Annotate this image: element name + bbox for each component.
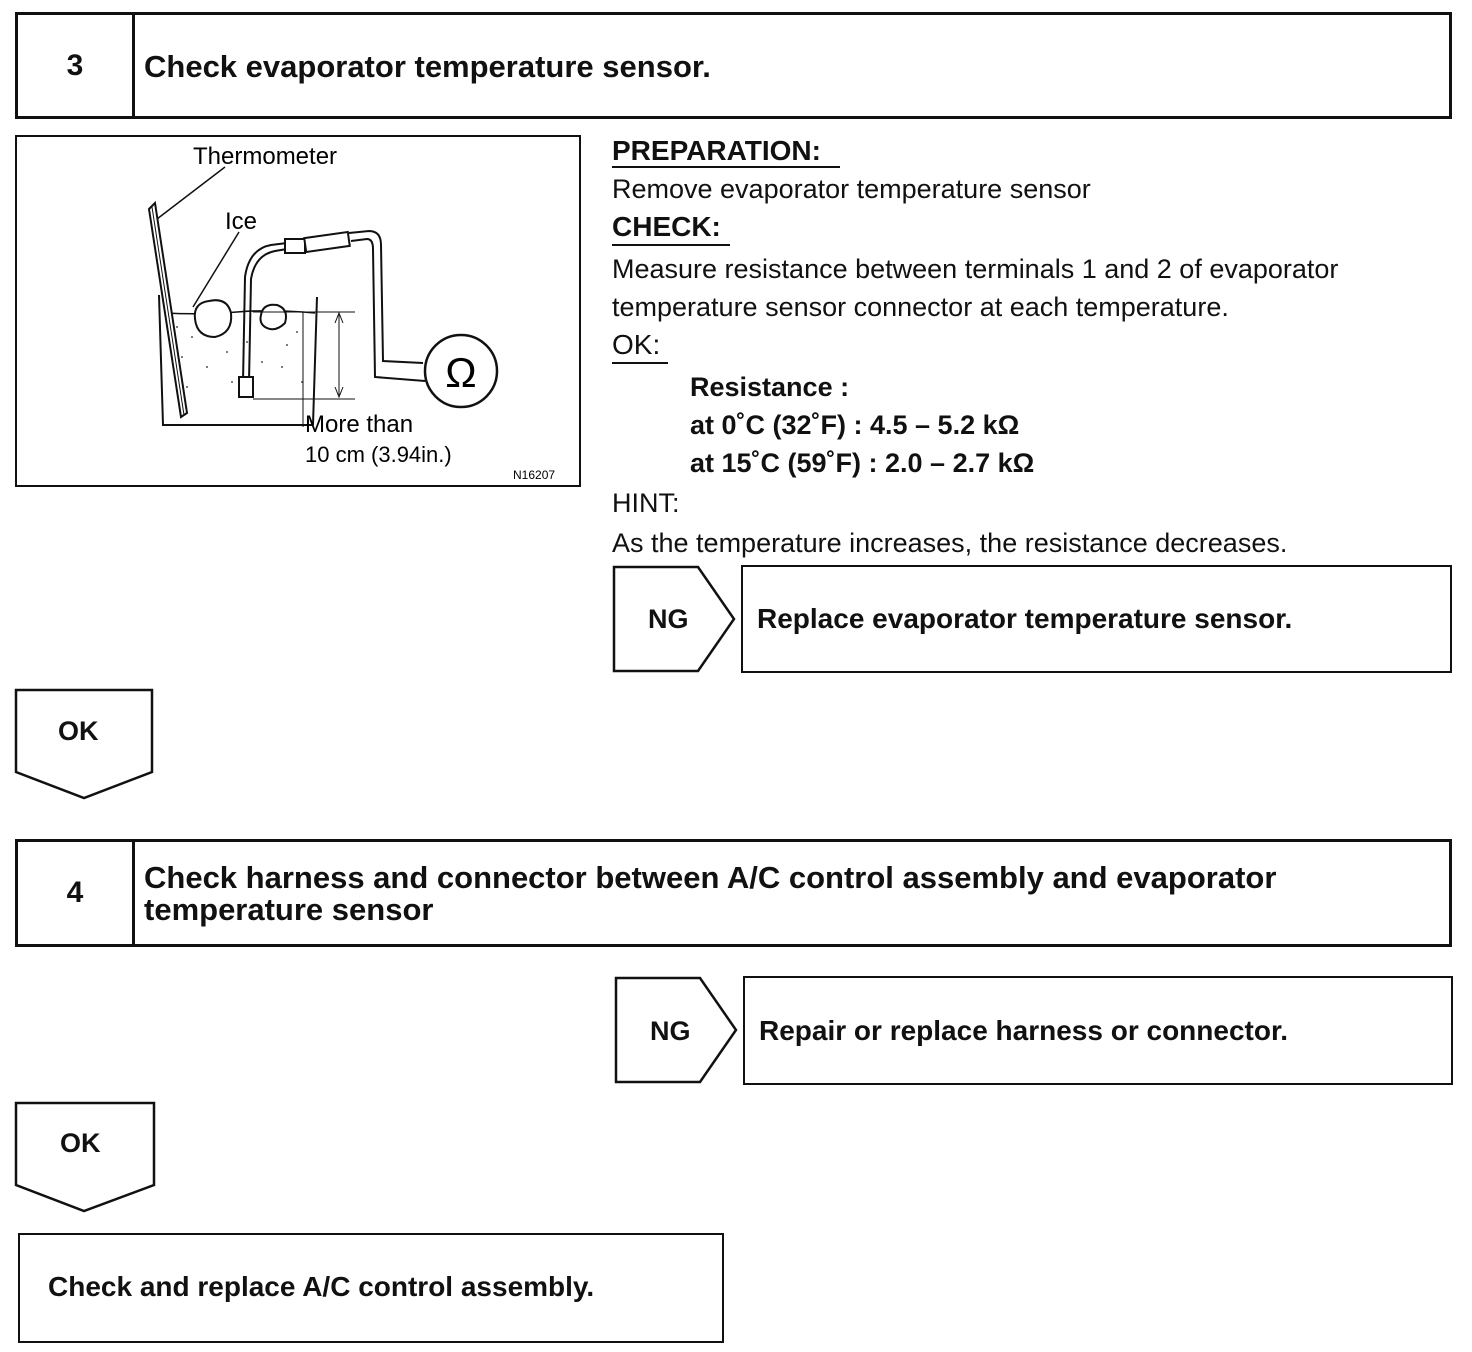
ok-arrow-step3 (14, 688, 154, 800)
preparation-underline (612, 166, 840, 168)
step-4-number: 4 (18, 842, 135, 944)
final-action-text: Check and replace A/C control assembly. (48, 1271, 595, 1302)
step-4-title-line1: Check harness and connector between A/C … (144, 860, 1277, 895)
hint-heading: HINT: (612, 488, 680, 518)
sensor-tip (238, 376, 254, 398)
preparation-heading: PREPARATION: (612, 135, 821, 166)
preparation-text: Remove evaporator temperature sensor (612, 174, 1091, 204)
step-3-title: Check evaporator temperature sensor. (144, 49, 711, 84)
spec-line-1: at 0˚C (32˚F) : 4.5 – 5.2 kΩ (690, 410, 1020, 440)
check-underline (612, 244, 730, 246)
hint-text: As the temperature increases, the resist… (612, 528, 1288, 558)
ok-heading: OK: (612, 329, 661, 360)
water-surface (164, 309, 316, 315)
measurement-figure: Ω Thermometer Ice More than 10 cm (3.94i… (15, 135, 581, 487)
ice-label: Ice (225, 208, 257, 235)
ng-action-step4: Repair or replace harness or connector. (759, 1015, 1289, 1046)
step-3-number: 3 (18, 15, 135, 116)
step-4-title-line2: temperature sensor (144, 892, 434, 927)
connector-plug (284, 238, 306, 254)
container-outline (158, 294, 313, 426)
check-text-line1: Measure resistance between terminals 1 a… (612, 254, 1339, 284)
thermometer-label: Thermometer (193, 143, 337, 170)
spec-heading: Resistance : (690, 372, 850, 402)
ohmmeter-circle (423, 333, 499, 409)
ok-label-step3: OK (58, 716, 99, 746)
ng-action-box-step3 (741, 565, 1452, 673)
ng-action-box-step4 (743, 976, 1453, 1085)
ng-tag-step4 (614, 976, 738, 1084)
step-4-header: 4 Check harness and connector between A/… (15, 839, 1452, 947)
depth-label-line2: 10 cm (3.94in.) (305, 442, 452, 467)
ok-underline (612, 362, 668, 364)
depth-label-line1: More than (305, 411, 413, 438)
ice-cube-2 (259, 303, 287, 331)
ng-label-step4: NG (650, 1016, 691, 1046)
check-heading: CHECK: (612, 211, 721, 242)
connector-housing (303, 230, 351, 254)
final-action-box (18, 1233, 724, 1343)
ok-label-step4: OK (60, 1128, 101, 1158)
figure-drawing: Ω Thermometer Ice More than 10 cm (3.94i… (147, 143, 555, 482)
step-3-header: 3 Check evaporator temperature sensor. (15, 12, 1452, 119)
ok-arrow-step4 (14, 1101, 156, 1213)
ng-label-step3: NG (648, 604, 689, 634)
ng-action-step3: Replace evaporator temperature sensor. (757, 603, 1293, 634)
ice-cube-1 (193, 299, 233, 339)
ohm-symbol: Ω (445, 349, 476, 396)
figure-id: N16207 (513, 468, 555, 482)
spec-line-2: at 15˚C (59˚F) : 2.0 – 2.7 kΩ (690, 448, 1035, 478)
ng-tag-step3 (612, 565, 736, 673)
check-text-line2: temperature sensor connector at each tem… (612, 292, 1229, 322)
